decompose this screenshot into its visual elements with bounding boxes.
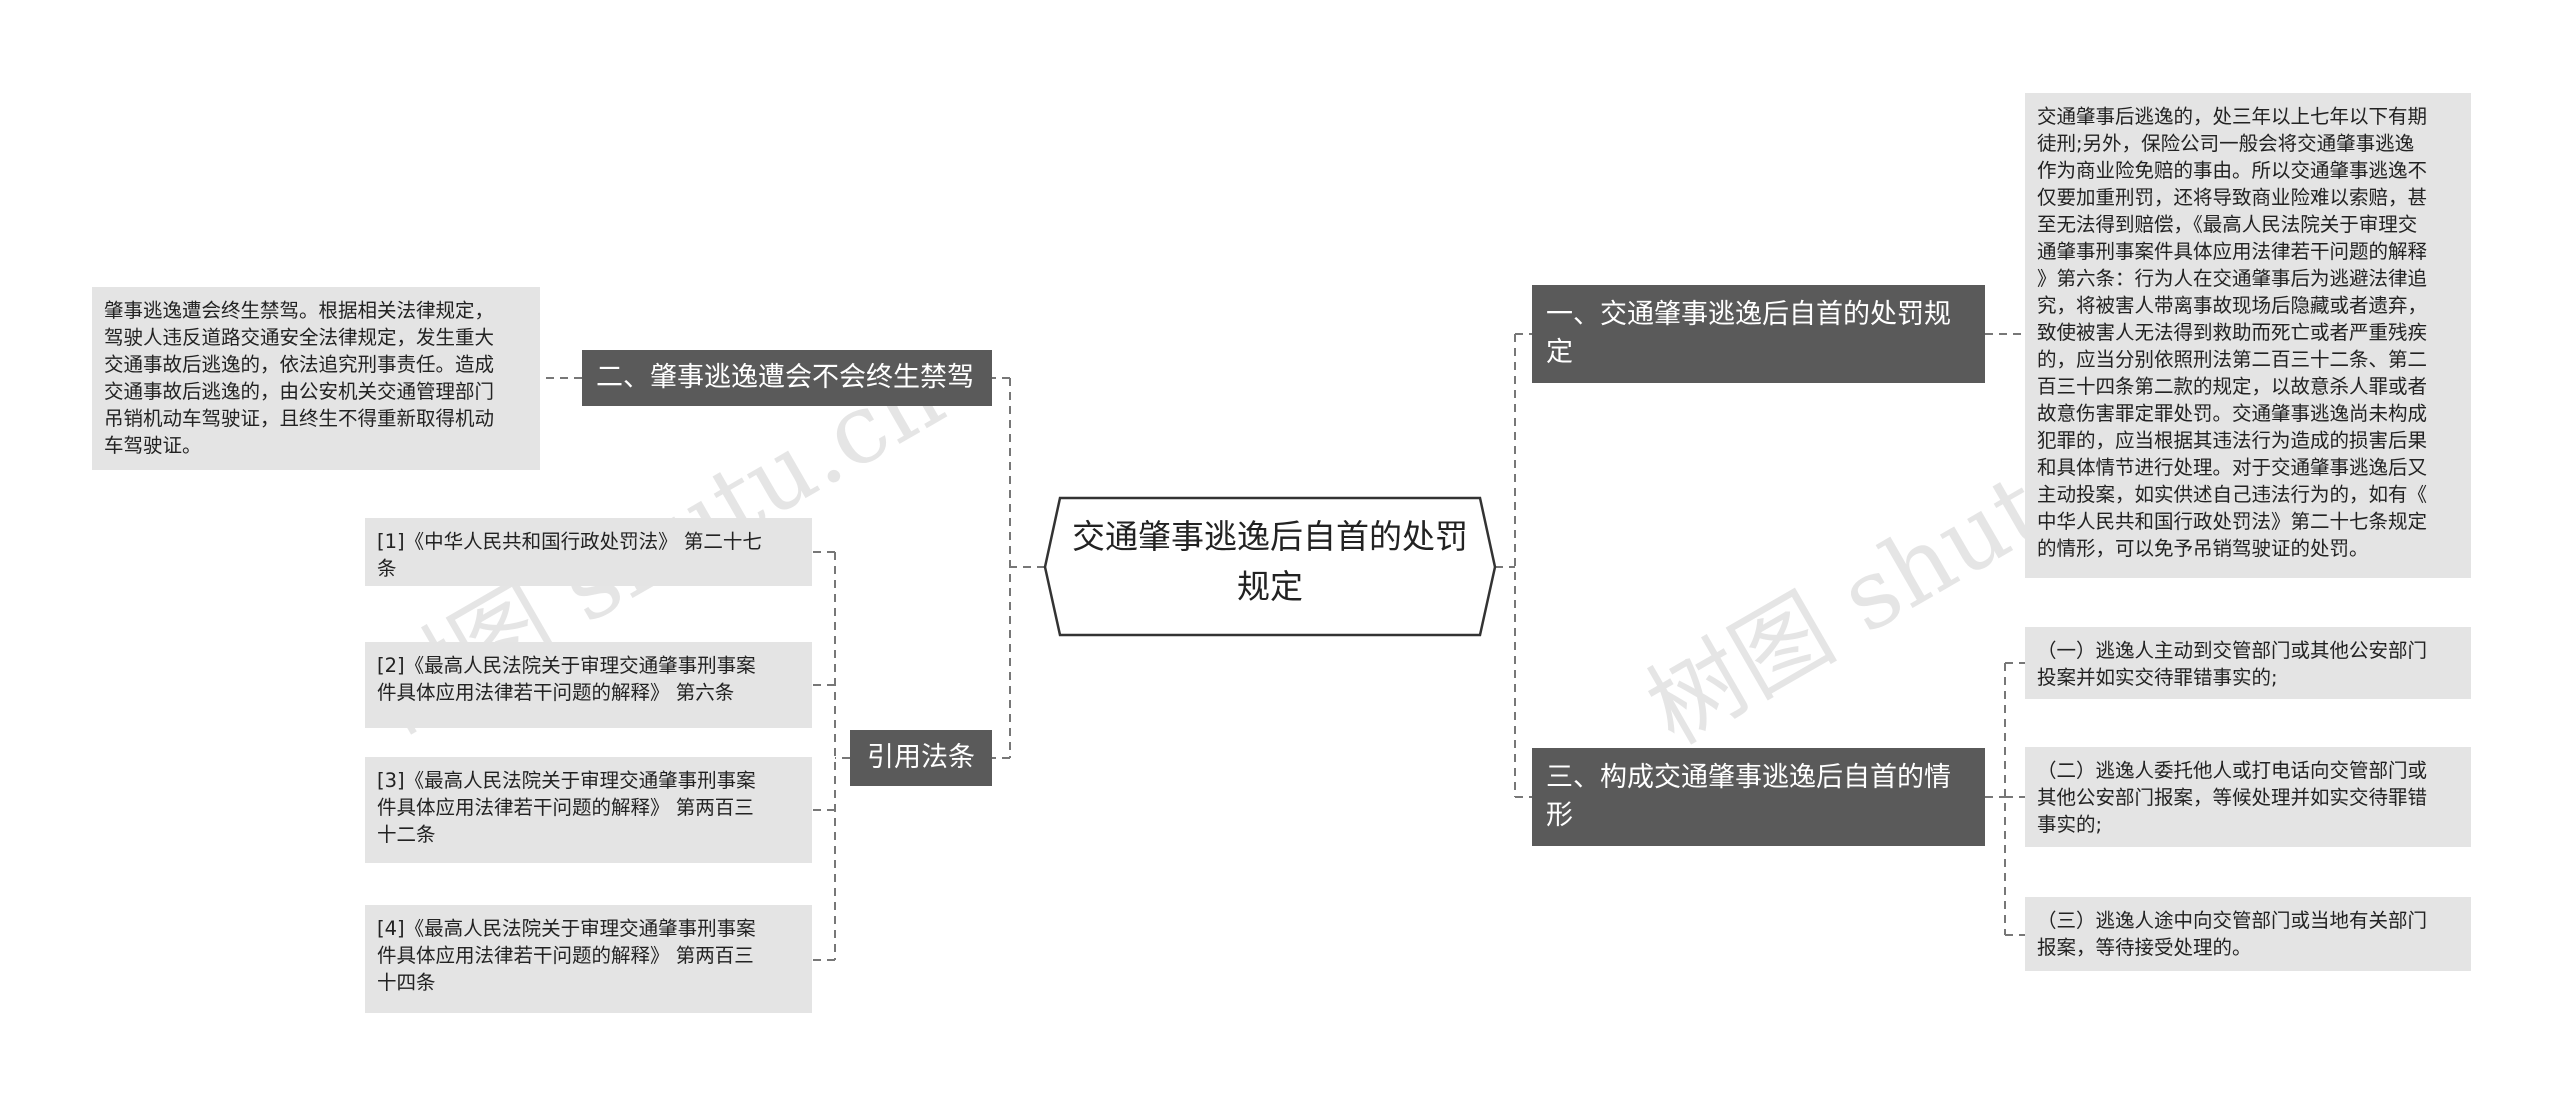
leaf-case-2[interactable]: （二）逃逸人委托他人或打电话向交管部门或 其他公安部门报案，等候处理并如实交待罪… (2025, 747, 2471, 847)
leaf-penalty-text[interactable]: 交通肇事后逃逸的，处三年以上七年以下有期 徒刑;另外，保险公司一般会将交通肇事逃… (2025, 93, 2471, 578)
branch-penalty-rules[interactable]: 一、交通肇事逃逸后自首的处罚规定 (1532, 285, 1985, 383)
leaf-lifetime-ban-text[interactable]: 肇事逃逸遭会终生禁驾。根据相关法律规定， 驾驶人违反道路交通安全法律规定，发生重… (92, 287, 540, 470)
leaf-law-3[interactable]: [3]《最高人民法院关于审理交通肇事刑事案 件具体应用法律若干问题的解释》 第两… (365, 757, 812, 863)
leaf-law-4[interactable]: [4]《最高人民法院关于审理交通肇事刑事案 件具体应用法律若干问题的解释》 第两… (365, 905, 812, 1013)
branch-no-lifetime-ban[interactable]: 二、肇事逃逸遭会不会终生禁驾 (582, 350, 992, 406)
branch-cited-laws[interactable]: 引用法条 (850, 730, 992, 786)
leaf-law-2[interactable]: [2]《最高人民法院关于审理交通肇事刑事案 件具体应用法律若干问题的解释》 第六… (365, 642, 812, 728)
root-title[interactable]: 交通肇事逃逸后自首的处罚规定 (1072, 517, 1468, 606)
branch-label: 三、构成交通肇事逃逸后自首的情形 (1546, 762, 1951, 831)
branch-label: 二、肇事逃逸遭会不会终生禁驾 (596, 362, 974, 393)
root-hexagon (1043, 496, 1497, 637)
branch-surrender-cases[interactable]: 三、构成交通肇事逃逸后自首的情形 (1532, 748, 1985, 846)
leaf-case-3[interactable]: （三）逃逸人途中向交管部门或当地有关部门 报案，等待接受处理的。 (2025, 897, 2471, 971)
branch-label: 引用法条 (867, 742, 975, 773)
branch-label: 一、交通肇事逃逸后自首的处罚规定 (1546, 299, 1951, 368)
leaf-law-1[interactable]: [1]《中华人民共和国行政处罚法》 第二十七 条 (365, 518, 812, 586)
leaf-case-1[interactable]: （一）逃逸人主动到交管部门或其他公安部门 投案并如实交待罪错事实的; (2025, 627, 2471, 699)
